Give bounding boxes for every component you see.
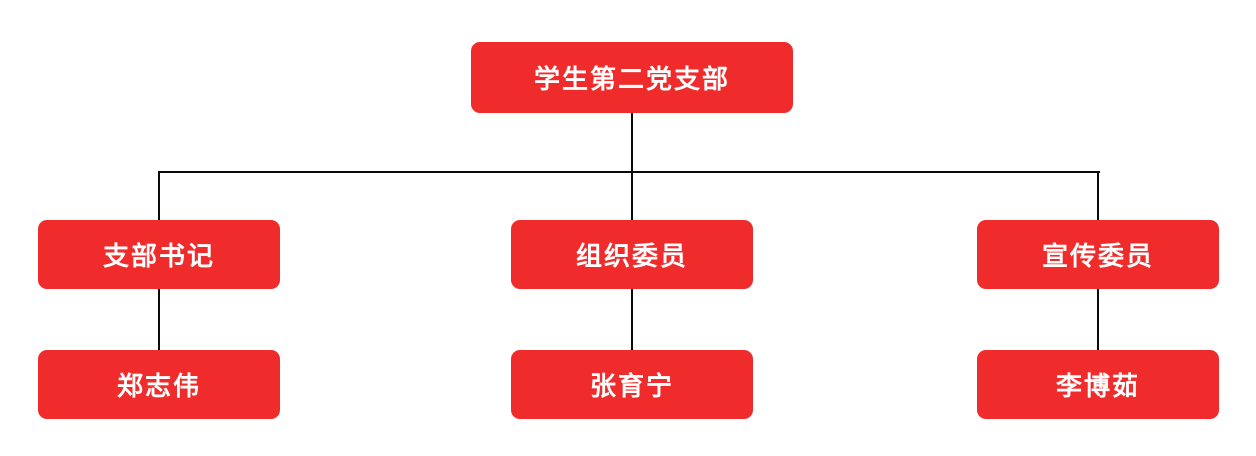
node-role-organization[interactable]: 组织委员 xyxy=(511,220,753,289)
node-person-publicity[interactable]: 李博茹 xyxy=(977,350,1219,419)
connector-left-drop xyxy=(158,171,160,220)
connector-left-stem xyxy=(158,289,160,350)
node-person-organization[interactable]: 张育宁 xyxy=(511,350,753,419)
connector-right-drop xyxy=(1097,171,1099,220)
node-role-secretary[interactable]: 支部书记 xyxy=(38,220,280,289)
connector-root-stem xyxy=(631,113,633,220)
node-root-branch[interactable]: 学生第二党支部 xyxy=(471,42,793,113)
node-person-secretary[interactable]: 郑志伟 xyxy=(38,350,280,419)
connector-right-stem xyxy=(1097,289,1099,350)
connector-horizontal-rail xyxy=(158,171,1100,173)
node-role-publicity[interactable]: 宣传委员 xyxy=(977,220,1219,289)
connector-mid-stem xyxy=(631,289,633,350)
